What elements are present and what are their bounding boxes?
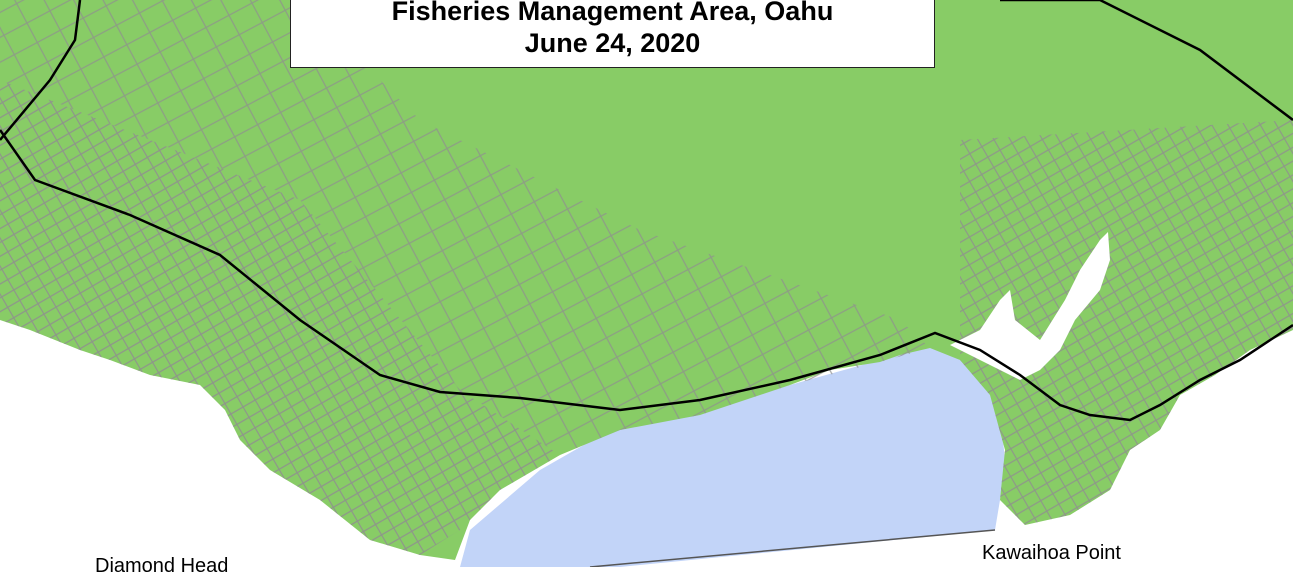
- marina-water: [950, 232, 1110, 380]
- map-title-box: Fisheries Management Area, Oahu June 24,…: [290, 0, 935, 68]
- foothill-roads: [0, 0, 930, 455]
- hawaii-kai-roads: [960, 120, 1293, 525]
- label-kawaihoa-point: Kawaihoa Point: [982, 542, 1121, 564]
- honolulu-road-grid: [0, 80, 560, 555]
- highway-line-3: [1000, 0, 1293, 121]
- fisheries-management-area: [460, 345, 1005, 567]
- management-boundary-line: [589, 529, 996, 567]
- highway-line: [0, 129, 1293, 422]
- map-date: June 24, 2020: [524, 28, 701, 58]
- map-title: Fisheries Management Area, Oahu: [391, 0, 834, 26]
- highway-line-2: [0, 0, 82, 141]
